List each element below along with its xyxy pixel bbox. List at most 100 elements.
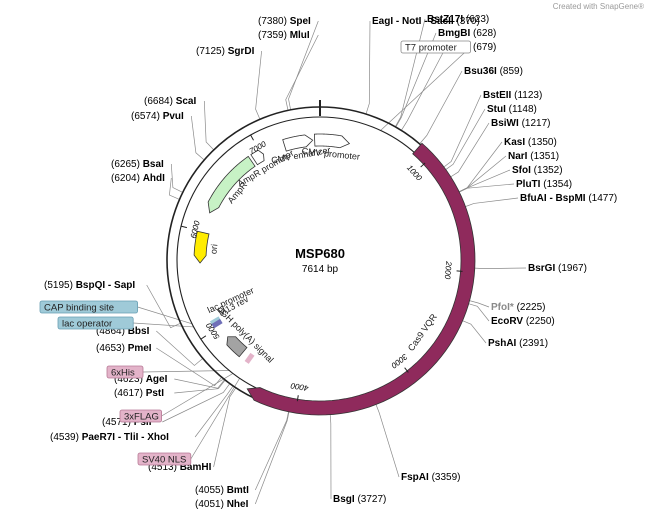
ruler-tick	[250, 134, 254, 141]
leader-line-bmti	[254, 409, 290, 491]
ruler-tick	[180, 225, 188, 229]
site-name: NheI	[227, 499, 249, 510]
site-position: (4051)	[195, 499, 224, 510]
leader-line-pmei	[156, 347, 222, 387]
feature-arrow-bgh-poly-a-signal[interactable]	[226, 336, 248, 358]
callout-box-flag[interactable]	[119, 409, 162, 423]
leader-line-kasi	[457, 141, 503, 193]
feature-arrow-ori[interactable]	[193, 230, 210, 264]
site-label-pmei[interactable]: (4653) PmeI	[96, 343, 152, 354]
ruler-tick-label: 4000	[290, 381, 310, 393]
site-label-eagi[interactable]: EagI - NotI - SacII (370)	[372, 16, 480, 27]
site-label-sfoi[interactable]: SfoI (1352)	[512, 165, 563, 176]
site-labels[interactable]: (7380) SpeI(7359) MluI(7125) SgrDI(6684)…	[44, 14, 617, 510]
leader-line-nhei	[254, 409, 290, 505]
site-label-bsiwi[interactable]: BsiWI (1217)	[491, 118, 550, 129]
site-label-bsu36i[interactable]: Bsu36I (859)	[464, 66, 523, 77]
leader-line-msci	[401, 46, 447, 131]
feature-arrow-cas9-vqr[interactable]	[246, 142, 476, 416]
callout-label-sv40: SV40 NLS	[142, 455, 186, 466]
site-label-bbsi[interactable]: (4864) BbsI	[96, 326, 150, 337]
leader-line-bsgi	[329, 412, 332, 500]
callout-box-sv40[interactable]	[137, 452, 192, 466]
callout-line-cap	[137, 306, 193, 325]
leader-line-bsrgi	[472, 267, 527, 269]
leader-line-fspai	[374, 402, 400, 478]
small-feature-marker[interactable]	[209, 316, 222, 326]
callout-box-t7[interactable]	[400, 40, 471, 54]
site-position: (859)	[500, 66, 523, 77]
site-label-pfoi[interactable]: PfoI* (2225)	[491, 302, 545, 313]
site-label-pluti[interactable]: PluTI (1354)	[516, 179, 572, 190]
site-label-bsteii[interactable]: BstEII (1123)	[483, 90, 542, 101]
site-label-fspai[interactable]: FspAI (3359)	[401, 472, 460, 483]
site-label-pvui[interactable]: (6574) PvuI	[131, 111, 184, 122]
small-feature-marker[interactable]	[244, 352, 255, 364]
site-position: (1351)	[530, 151, 559, 162]
site-name: PaeR7I - TliI - XhoI	[82, 432, 169, 443]
site-position: (4539)	[50, 432, 79, 443]
site-name: BsgI	[333, 494, 355, 505]
site-label-nhei[interactable]: (4051) NheI	[195, 499, 249, 510]
site-label-kasi[interactable]: KasI (1350)	[504, 137, 557, 148]
site-label-sgrdi[interactable]: (7125) SgrDI	[196, 46, 255, 57]
site-label-pshai[interactable]: PshAI (2391)	[488, 338, 548, 349]
callout-box-cap[interactable]	[39, 300, 138, 314]
site-label-paer7i[interactable]: (4539) PaeR7I - TliI - XhoI	[50, 432, 169, 443]
site-label-stui[interactable]: StuI (1148)	[487, 104, 537, 115]
site-name: BstEII	[483, 90, 512, 101]
ruler-tick	[296, 395, 299, 402]
leader-line-bspqi	[146, 284, 181, 329]
site-label-psii[interactable]: (4571) PsiI	[102, 417, 152, 428]
site-position: (370)	[456, 16, 479, 27]
site-name: BstZ17I	[427, 14, 463, 25]
site-label-scai[interactable]: (6684) ScaI	[144, 96, 196, 107]
feature-arrow-cmv-promoter[interactable]	[313, 133, 351, 149]
leader-line-bstz17i	[394, 18, 426, 127]
leader-line-bsiwi	[448, 122, 490, 179]
site-position: (4623)	[114, 374, 143, 385]
site-label-nari[interactable]: NarI (1351)	[508, 151, 559, 162]
feature-arrow-ampr[interactable]	[207, 155, 256, 214]
site-label-bstz17i[interactable]: BstZ17I (623)	[427, 14, 489, 25]
site-label-bsrgi[interactable]: BsrGI (1967)	[528, 263, 587, 274]
site-name: BfuAI - BspMI	[520, 193, 586, 204]
site-label-bmgbi[interactable]: BmgBI (628)	[438, 28, 496, 39]
site-label-bsgi[interactable]: BsgI (3727)	[333, 494, 386, 505]
site-name: SgrDI	[228, 46, 255, 57]
site-position: (1350)	[528, 137, 557, 148]
site-label-bspqi[interactable]: (5195) BspQI - SapI	[44, 280, 135, 291]
site-label-bmti[interactable]: (4055) BmtI	[195, 485, 249, 496]
site-label-bsai[interactable]: (6265) BsaI	[111, 159, 164, 170]
site-label-psti[interactable]: (4617) PstI	[114, 388, 164, 399]
site-label-bamhi[interactable]: (4513) BamHI	[148, 462, 212, 473]
callout-label-sixhis: 6xHis	[111, 368, 135, 379]
ruler-tick	[420, 162, 426, 168]
site-position: (7125)	[196, 46, 225, 57]
site-position: (1352)	[534, 165, 563, 176]
leader-line-sgrdi	[255, 50, 262, 120]
site-label-ecorv[interactable]: EcoRV (2250)	[491, 316, 555, 327]
feature-arrow-cmv-enhancer[interactable]	[282, 134, 314, 152]
site-name: BspQI - SapI	[76, 280, 136, 291]
site-position: (5195)	[44, 280, 73, 291]
site-name: BmgBI	[438, 28, 470, 39]
callout-box-sixhis[interactable]	[106, 365, 144, 379]
site-label-agei[interactable]: (4623) AgeI	[114, 374, 168, 385]
plasmid-name: MSP680	[295, 246, 345, 261]
leader-line-mlui	[285, 34, 319, 111]
feature-label: ori	[208, 244, 219, 255]
small-feature-marker[interactable]	[211, 318, 223, 329]
site-label-bfuai[interactable]: BfuAI - BspMI (1477)	[520, 193, 617, 204]
feature-arrow-ampr-promoter[interactable]	[250, 149, 265, 166]
leader-line-stui	[444, 108, 486, 171]
plasmid-size: 7614 bp	[302, 264, 339, 275]
site-label-mlui[interactable]: (7359) MluI	[258, 30, 310, 41]
site-label-spei[interactable]: (7380) SpeI	[258, 16, 311, 27]
site-label-ahdi[interactable]: (6204) AhdI	[111, 173, 165, 184]
callout-box-lacop[interactable]	[57, 316, 134, 330]
callout-label-lacop: lac operator	[62, 319, 112, 330]
